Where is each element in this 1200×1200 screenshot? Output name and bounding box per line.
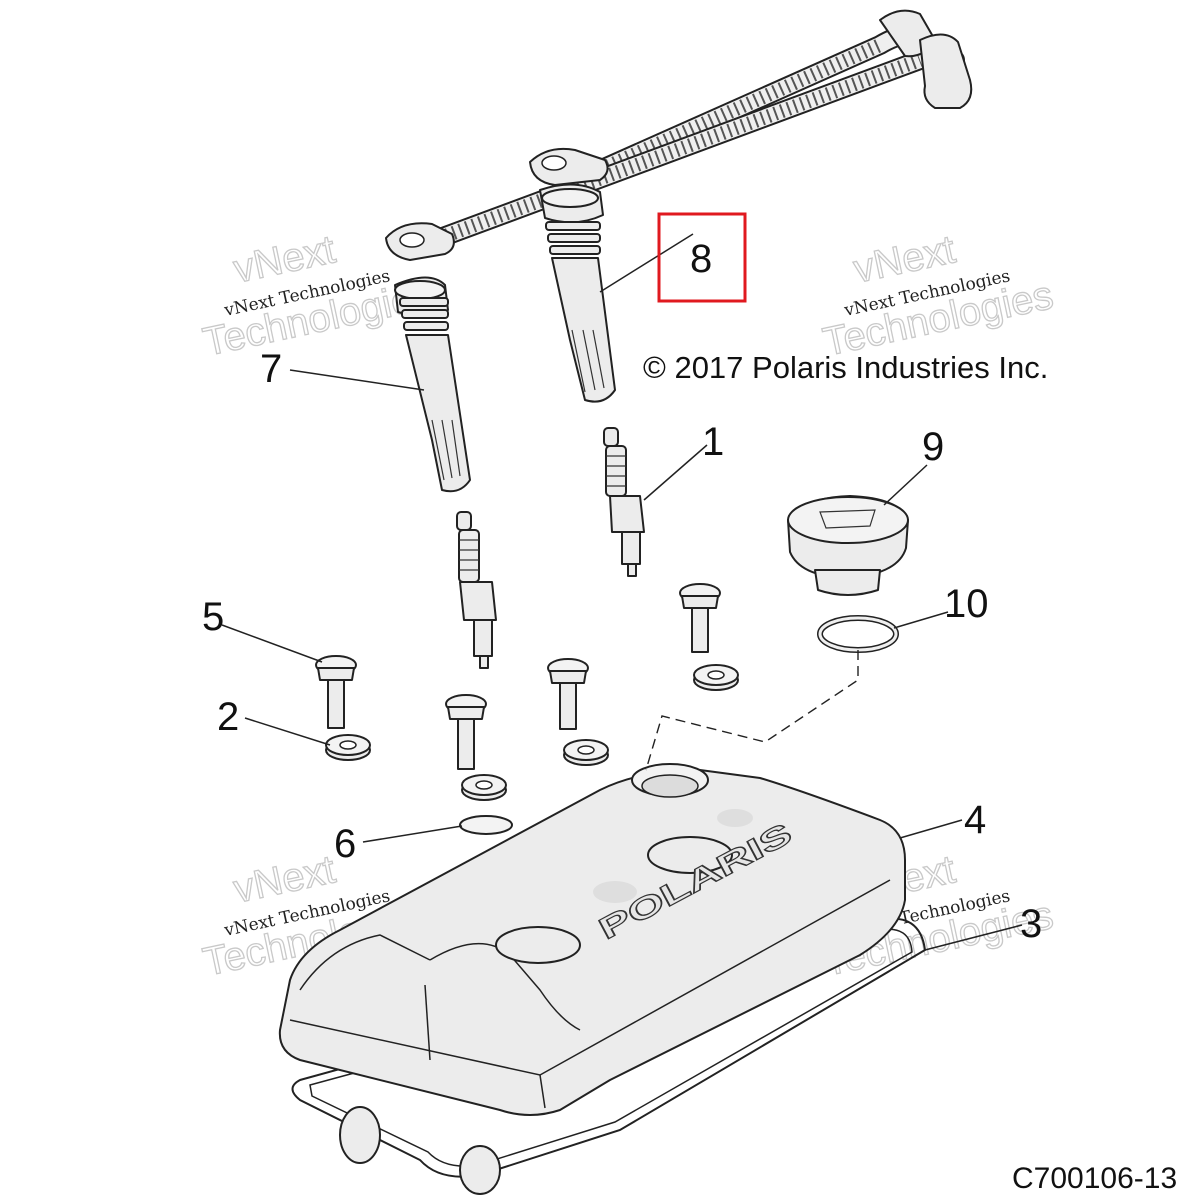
callout-5: 5 <box>202 595 224 639</box>
oil-fill-cap <box>787 495 909 596</box>
ignition-lead-cables <box>385 9 973 261</box>
callout-7: 7 <box>260 347 282 391</box>
leader-lines <box>221 233 1023 951</box>
callout-3: 3 <box>1020 902 1042 946</box>
spark-plug-left <box>456 511 497 669</box>
assembly-line-cap <box>645 650 859 771</box>
grommet-d <box>693 664 739 691</box>
grommet-a <box>325 734 371 761</box>
callout-4: 4 <box>964 798 986 842</box>
callout-6: 6 <box>334 822 356 866</box>
ignition-coil-boot-right <box>539 183 616 403</box>
ignition-coil-boot-left <box>394 276 471 493</box>
watermark-top-right: vNext Technologies vNext Technologies <box>819 227 1058 366</box>
bolt-d <box>679 583 721 653</box>
callout-8: 8 <box>690 237 712 281</box>
valve-cover-gasket <box>291 917 927 1195</box>
callout-1: 1 <box>702 420 724 464</box>
washer <box>459 815 513 835</box>
callout-2: 2 <box>217 695 239 739</box>
copyright-notice: © 2017 Polaris Industries Inc. <box>643 350 1048 385</box>
bolt-c <box>547 658 589 730</box>
callout-10: 10 <box>944 582 989 626</box>
bolt-a <box>315 655 357 729</box>
grommet-c <box>563 739 609 766</box>
bolt-b <box>445 694 487 770</box>
highlight-box <box>657 212 747 303</box>
spark-plug-right <box>603 427 645 577</box>
grommet-b <box>461 774 507 801</box>
callout-9: 9 <box>922 425 944 469</box>
figure-id: C700106-13 <box>1012 1162 1177 1195</box>
valve-cover: POLARIS <box>278 763 906 1116</box>
